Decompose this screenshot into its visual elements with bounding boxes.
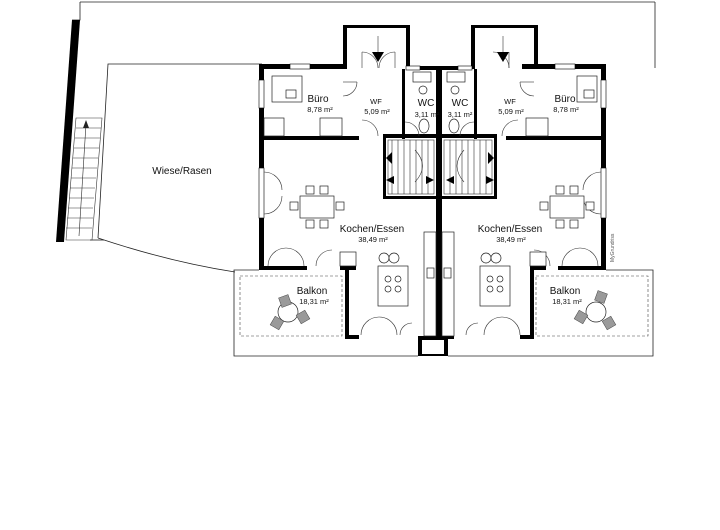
dining-furniture xyxy=(289,185,595,229)
right-balcony-name: Balkon xyxy=(550,286,581,297)
site-outline xyxy=(72,1,656,273)
left-office-area: 8,78 m² xyxy=(307,105,333,114)
garden-stairs xyxy=(56,20,103,242)
right-balcony-area: 18,31 m² xyxy=(552,297,582,306)
left-utility-name: WF xyxy=(370,97,382,106)
left-kitchen-area: 38,49 m² xyxy=(358,235,388,244)
left-balcony-area: 18,31 m² xyxy=(299,297,329,306)
left-kitchen-name: Kochen/Essen xyxy=(340,224,405,235)
door-swings xyxy=(263,36,602,336)
balcony-furniture xyxy=(269,290,617,331)
wc-fixtures xyxy=(412,71,466,134)
right-office-name: Büro xyxy=(554,94,576,105)
right-office-area: 8,78 m² xyxy=(553,105,579,114)
right-utility-name: WF xyxy=(504,97,516,106)
office-furniture xyxy=(263,75,598,137)
left-unit-labels: Büro 8,78 m² WF 5,09 m² WC 3,11 m² Koche… xyxy=(297,94,440,306)
left-utility-area: 5,09 m² xyxy=(364,107,390,116)
stairs xyxy=(386,139,494,195)
right-wc-area: 3,11 m² xyxy=(448,110,473,119)
left-office-name: Büro xyxy=(307,94,329,105)
right-unit-labels: Büro 8,78 m² WF 5,09 m² WC 3,11 m² Koche… xyxy=(448,94,583,306)
right-utility-area: 5,09 m² xyxy=(498,107,524,116)
right-kitchen-name: Kochen/Essen xyxy=(478,224,543,235)
balcony-outlines xyxy=(233,269,654,357)
windows xyxy=(258,63,607,219)
right-kitchen-area: 38,49 m² xyxy=(496,235,526,244)
left-wc-area: 3,11 m² xyxy=(415,110,440,119)
left-balcony-name: Balkon xyxy=(297,286,328,297)
right-wc-name: WC xyxy=(452,98,469,109)
garden-label: Wiese/Rasen xyxy=(152,166,211,177)
kitchen-furniture xyxy=(339,231,547,337)
left-wc-name: WC xyxy=(418,98,435,109)
copyright-label: MyGrundriss xyxy=(610,233,616,262)
